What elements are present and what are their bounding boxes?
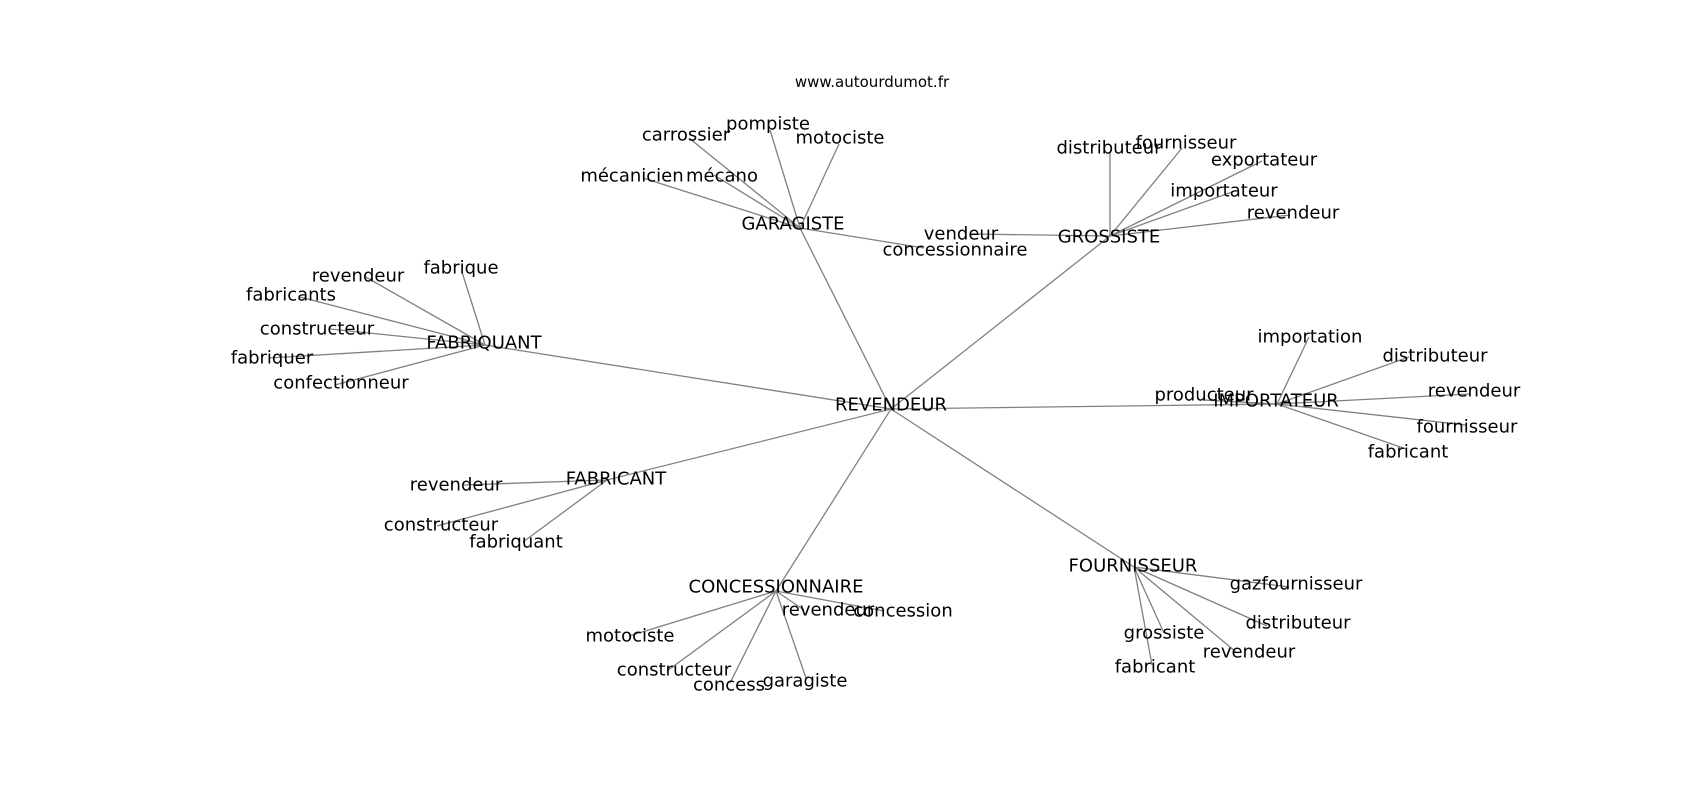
leaf-node-label: constructeur	[384, 515, 499, 536]
leaf-node-label: pompiste	[726, 114, 810, 135]
leaf-node-label: confectionneur	[273, 373, 409, 394]
leaf-node-label: revendeur	[1428, 381, 1521, 402]
hub-leaf-edge	[1276, 336, 1310, 405]
hub-leaf-edge	[729, 590, 777, 684]
hub-leaf-edge	[969, 233, 1111, 237]
leaf-node-label: gazfournisseur	[1230, 574, 1363, 595]
center-hub-edge	[484, 344, 892, 410]
hub-leaf-edge	[329, 328, 486, 346]
leaf-node-label: fabrique	[423, 258, 498, 279]
hub-leaf-edge	[799, 227, 925, 249]
hub-leaf-edge	[628, 590, 777, 637]
leaf-node-label: garagiste	[763, 671, 848, 692]
hub-leaf-edge	[1276, 393, 1471, 405]
hub-node-label: GROSSISTE	[1058, 227, 1161, 248]
hub-leaf-edge	[1276, 356, 1410, 405]
leaf-node-label: revendeur	[782, 600, 875, 621]
hub-node-label: FABRIQUANT	[426, 333, 542, 354]
hub-leaf-edge	[1133, 566, 1165, 634]
hub-leaf-edge	[769, 129, 801, 229]
leaf-node-label: fabricants	[246, 285, 336, 306]
leaf-node-label: constructeur	[260, 319, 375, 340]
hub-node-label: GARAGISTE	[741, 214, 844, 235]
center-hub-edge	[890, 403, 1278, 410]
leaf-node-label: revendeur	[410, 475, 503, 496]
leaf-node-label: vendeur	[924, 224, 999, 245]
hub-leaf-edge	[522, 479, 608, 543]
hub-leaf-edge	[363, 275, 486, 346]
center-hub-edge	[775, 408, 892, 592]
hub-node-label: FOURNISSEUR	[1069, 556, 1198, 577]
hub-leaf-edge	[1133, 566, 1290, 588]
hub-leaf-edge	[1109, 191, 1233, 237]
leaf-node-label: importateur	[1170, 181, 1278, 202]
hub-leaf-edge	[642, 177, 801, 229]
hub-leaf-edge	[1109, 147, 1183, 237]
hub-leaf-edge	[334, 344, 486, 386]
leaf-node-label: distributeur	[1382, 346, 1488, 367]
hub-leaf-edge	[688, 137, 801, 229]
leaf-node-label: motociste	[585, 626, 674, 647]
leaf-node-label: motociste	[795, 128, 884, 149]
hub-leaf-edge	[799, 143, 840, 229]
hub-leaf-edge	[436, 479, 608, 527]
graph-labels: www.autourdumot.fr REVENDEUR GARAGISTE car…	[231, 73, 1521, 696]
hub-leaf-edge	[1276, 403, 1407, 450]
hub-leaf-edge	[268, 344, 486, 359]
hub-leaf-edge	[1109, 214, 1291, 237]
hub-node-label: IMPORTATEUR	[1213, 391, 1339, 412]
hub-leaf-edge	[1133, 566, 1153, 666]
hub-node-label: CONCESSIONNAIRE	[689, 577, 864, 598]
leaf-node-label: fabricant	[1368, 442, 1449, 463]
leaf-node-label: distributeur	[1056, 138, 1162, 159]
center-hub-edge	[890, 235, 1111, 410]
hub-leaf-edge	[775, 590, 805, 611]
leaf-node-label: producteur	[1154, 385, 1254, 406]
hub-leaf-edge	[463, 479, 608, 486]
source-caption: www.autourdumot.fr	[795, 73, 950, 91]
center-hub-edge	[799, 227, 892, 410]
center-hub-edge	[606, 408, 892, 481]
hub-leaf-edge	[1202, 399, 1278, 405]
leaf-node-label: carrossier	[642, 125, 731, 146]
leaf-node-label: grossiste	[1124, 623, 1205, 644]
leaf-node-label: revendeur	[1247, 203, 1340, 224]
leaf-node-label: fournisseur	[1136, 133, 1237, 154]
hub-leaf-edge	[1133, 566, 1237, 653]
leaf-node-label: fournisseur	[1417, 417, 1518, 438]
leaf-node-label: constructeur	[617, 660, 732, 681]
leaf-node-label: distributeur	[1245, 613, 1351, 634]
hub-leaf-edge	[666, 590, 777, 672]
leaf-node-label: mécano	[686, 166, 758, 187]
leaf-node-label: importation	[1258, 327, 1363, 348]
leaf-node-label: fabricant	[1115, 657, 1196, 678]
hub-leaf-edge	[713, 174, 801, 229]
hub-node-label: FABRICANT	[566, 469, 668, 490]
hub-leaf-edge	[1109, 160, 1263, 237]
center-node-label: REVENDEUR	[835, 395, 947, 416]
leaf-node-label: concession	[853, 601, 952, 622]
leaf-node-label: fabriquant	[469, 532, 563, 553]
leaf-node-label: revendeur	[312, 266, 405, 287]
leaf-node-label: concess	[693, 675, 765, 696]
hub-leaf-edge	[461, 271, 486, 346]
leaf-node-label: concessionnaire	[883, 240, 1028, 261]
hub-leaf-edge	[775, 590, 807, 679]
leaf-node-label: mécanicien	[580, 166, 683, 187]
leaf-node-label: revendeur	[1203, 642, 1296, 663]
graph-edges	[268, 129, 1471, 684]
hub-leaf-edge	[775, 590, 885, 612]
center-hub-edge	[890, 408, 1135, 568]
leaf-node-label: exportateur	[1211, 150, 1318, 171]
hub-leaf-edge	[1133, 566, 1268, 627]
hub-leaf-edge	[1276, 403, 1467, 426]
hub-leaf-edge	[299, 296, 486, 346]
leaf-node-label: fabriquer	[231, 348, 314, 369]
